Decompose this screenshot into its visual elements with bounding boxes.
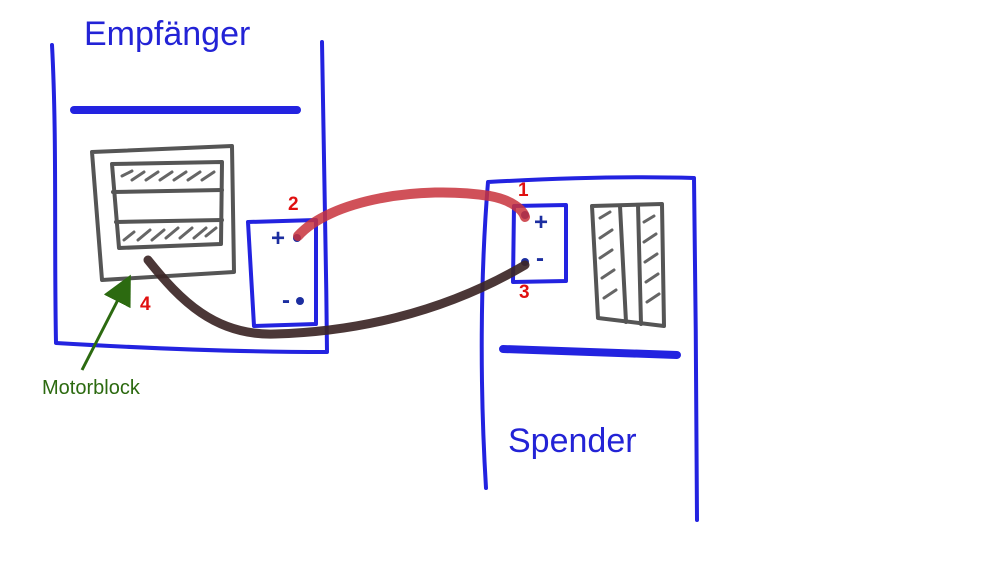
donor-engine [590,202,666,328]
receiver-outline [50,40,329,354]
receiver-battery: + - [246,218,318,328]
connection-step-2: 2 [288,194,299,215]
receiver-car: Empfänger + - [50,15,329,354]
engine-block-arrow [80,274,131,371]
receiver-plus-sign: + [271,225,285,252]
donor-plus-sign: + [534,209,548,236]
donor-minus-sign: - [536,245,544,272]
positive-jumper-cable [293,187,530,241]
connection-step-3: 3 [519,282,530,303]
receiver-negative-terminal [296,297,304,305]
donor-bumper [499,345,681,359]
receiver-minus-sign: - [282,287,290,314]
donor-title: Spender [508,422,637,460]
connection-step-1: 1 [518,180,529,201]
engine-block-label: Motorblock [42,377,141,399]
negative-jumper-cable [143,255,530,339]
donor-outline [479,175,699,522]
engine-block [90,144,236,282]
receiver-title: Empfänger [84,15,250,53]
connection-step-4: 4 [140,294,151,315]
donor-car: Spender + - [479,175,699,522]
